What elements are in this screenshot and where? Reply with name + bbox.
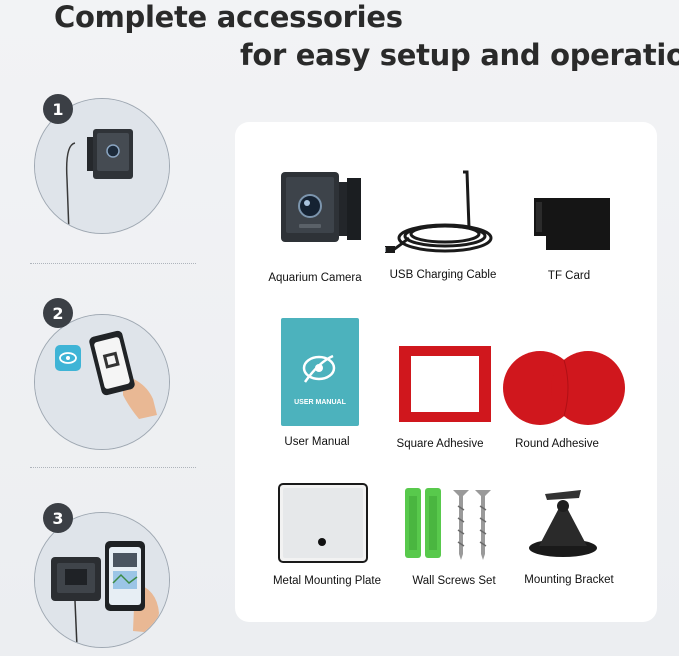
aquarium-camera-image xyxy=(277,168,369,248)
step-3-illustration xyxy=(34,512,170,648)
item-label-round-adhesive: Round Adhesive xyxy=(515,438,599,450)
headline-line-2: for easy setup and operation xyxy=(240,38,679,72)
usb-cable-image xyxy=(385,166,505,260)
item-label-tf-card: TF Card xyxy=(547,270,591,282)
item-label-mounting-bracket: Mounting Bracket xyxy=(524,574,614,586)
metal-mounting-plate-image xyxy=(277,482,369,564)
accessories-panel: Aquarium Camera USB Charging Cable TF Ca… xyxy=(235,122,657,622)
user-manual-card-text: USER MANUAL xyxy=(294,399,346,406)
wall-screws-set-image xyxy=(403,486,507,562)
mounting-bracket-image xyxy=(525,486,601,562)
step-divider-2 xyxy=(30,467,196,468)
item-label-wall-screws-set: Wall Screws Set xyxy=(412,575,496,587)
round-adhesive-image xyxy=(502,346,628,430)
tf-card-image xyxy=(532,196,614,252)
step-2-badge: 2 xyxy=(43,298,73,328)
step-3-badge: 3 xyxy=(43,503,73,533)
item-label-aquarium-camera: Aquarium Camera xyxy=(268,272,362,284)
item-label-usb-charging-cable: USB Charging Cable xyxy=(389,269,497,281)
headline-line-1: Complete accessories xyxy=(54,0,403,34)
user-manual-image: USER MANUAL xyxy=(281,318,361,428)
step-1-badge: 1 xyxy=(43,94,73,124)
square-adhesive-image xyxy=(397,344,493,424)
step-divider-1 xyxy=(30,263,196,264)
item-label-metal-mounting-plate: Metal Mounting Plate xyxy=(272,575,382,587)
step-2-illustration xyxy=(34,314,170,450)
item-label-user-manual: User Manual xyxy=(284,436,350,448)
item-label-square-adhesive: Square Adhesive xyxy=(396,438,484,450)
